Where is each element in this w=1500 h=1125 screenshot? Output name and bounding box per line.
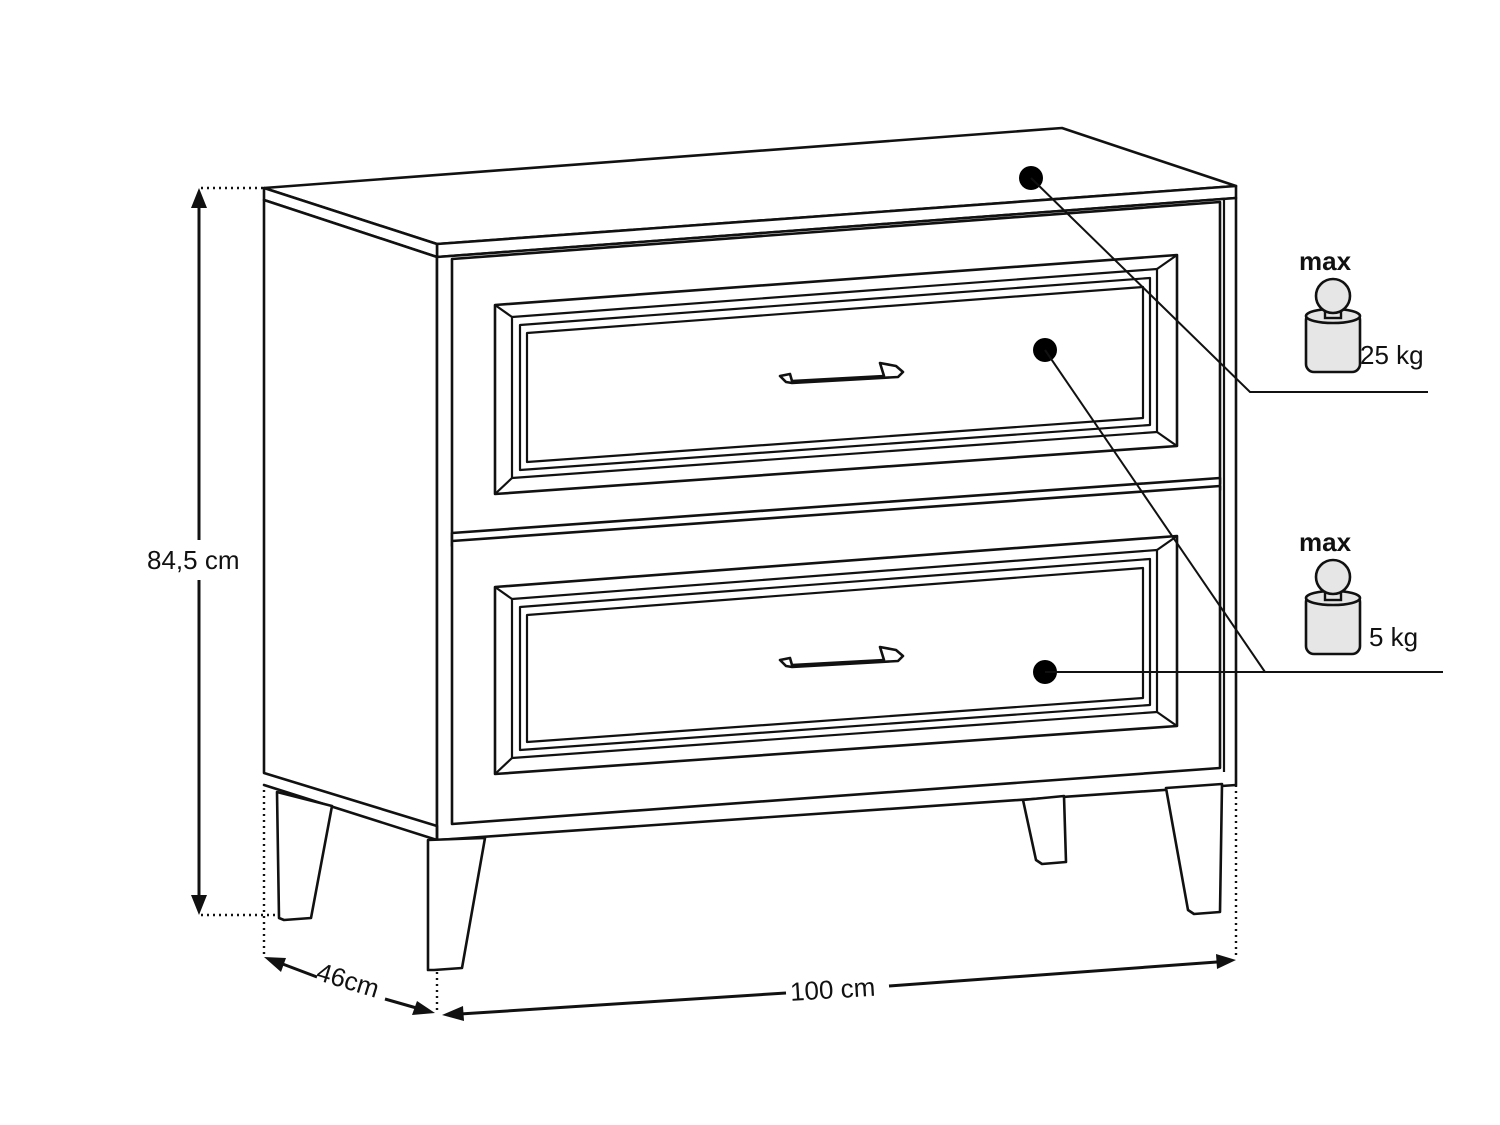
drawer-handle-icon [778,361,905,385]
dresser-side-panel [262,198,439,828]
load-limit-top-prefix: max [1299,246,1352,276]
load-limit-top-value: 25 kg [1360,340,1424,370]
lower-drawer [450,484,1222,826]
drawer-handle-icon [778,645,905,669]
load-limit-drawer-prefix: max [1299,527,1352,557]
depth-label: 46cm [313,956,383,1003]
upper-drawer-recess [525,285,1145,464]
leg-front-right [1164,782,1224,916]
load-limit-top: max 25 kg [1299,246,1424,374]
width-label: 100 cm [789,972,876,1007]
lower-drawer-inner-panel [518,557,1152,752]
lower-drawer-recess [525,566,1145,744]
leg-front-left [426,836,487,972]
load-limit-drawer-value: 5 kg [1369,622,1418,652]
load-indicators [1019,166,1443,684]
height-label: 84,5 cm [147,545,240,575]
dimension-lines: 84,5 cm 46cm 100 cm [147,186,1238,1021]
leg-back-left [275,790,334,922]
legs [275,782,1224,972]
leg-back-right [1021,794,1068,866]
upper-drawer-inner-panel [518,276,1152,472]
load-limit-drawer: max 5 kg [1299,527,1418,656]
upper-drawer [450,200,1222,542]
weight-icon [1304,558,1362,656]
weight-icon [1304,277,1362,374]
